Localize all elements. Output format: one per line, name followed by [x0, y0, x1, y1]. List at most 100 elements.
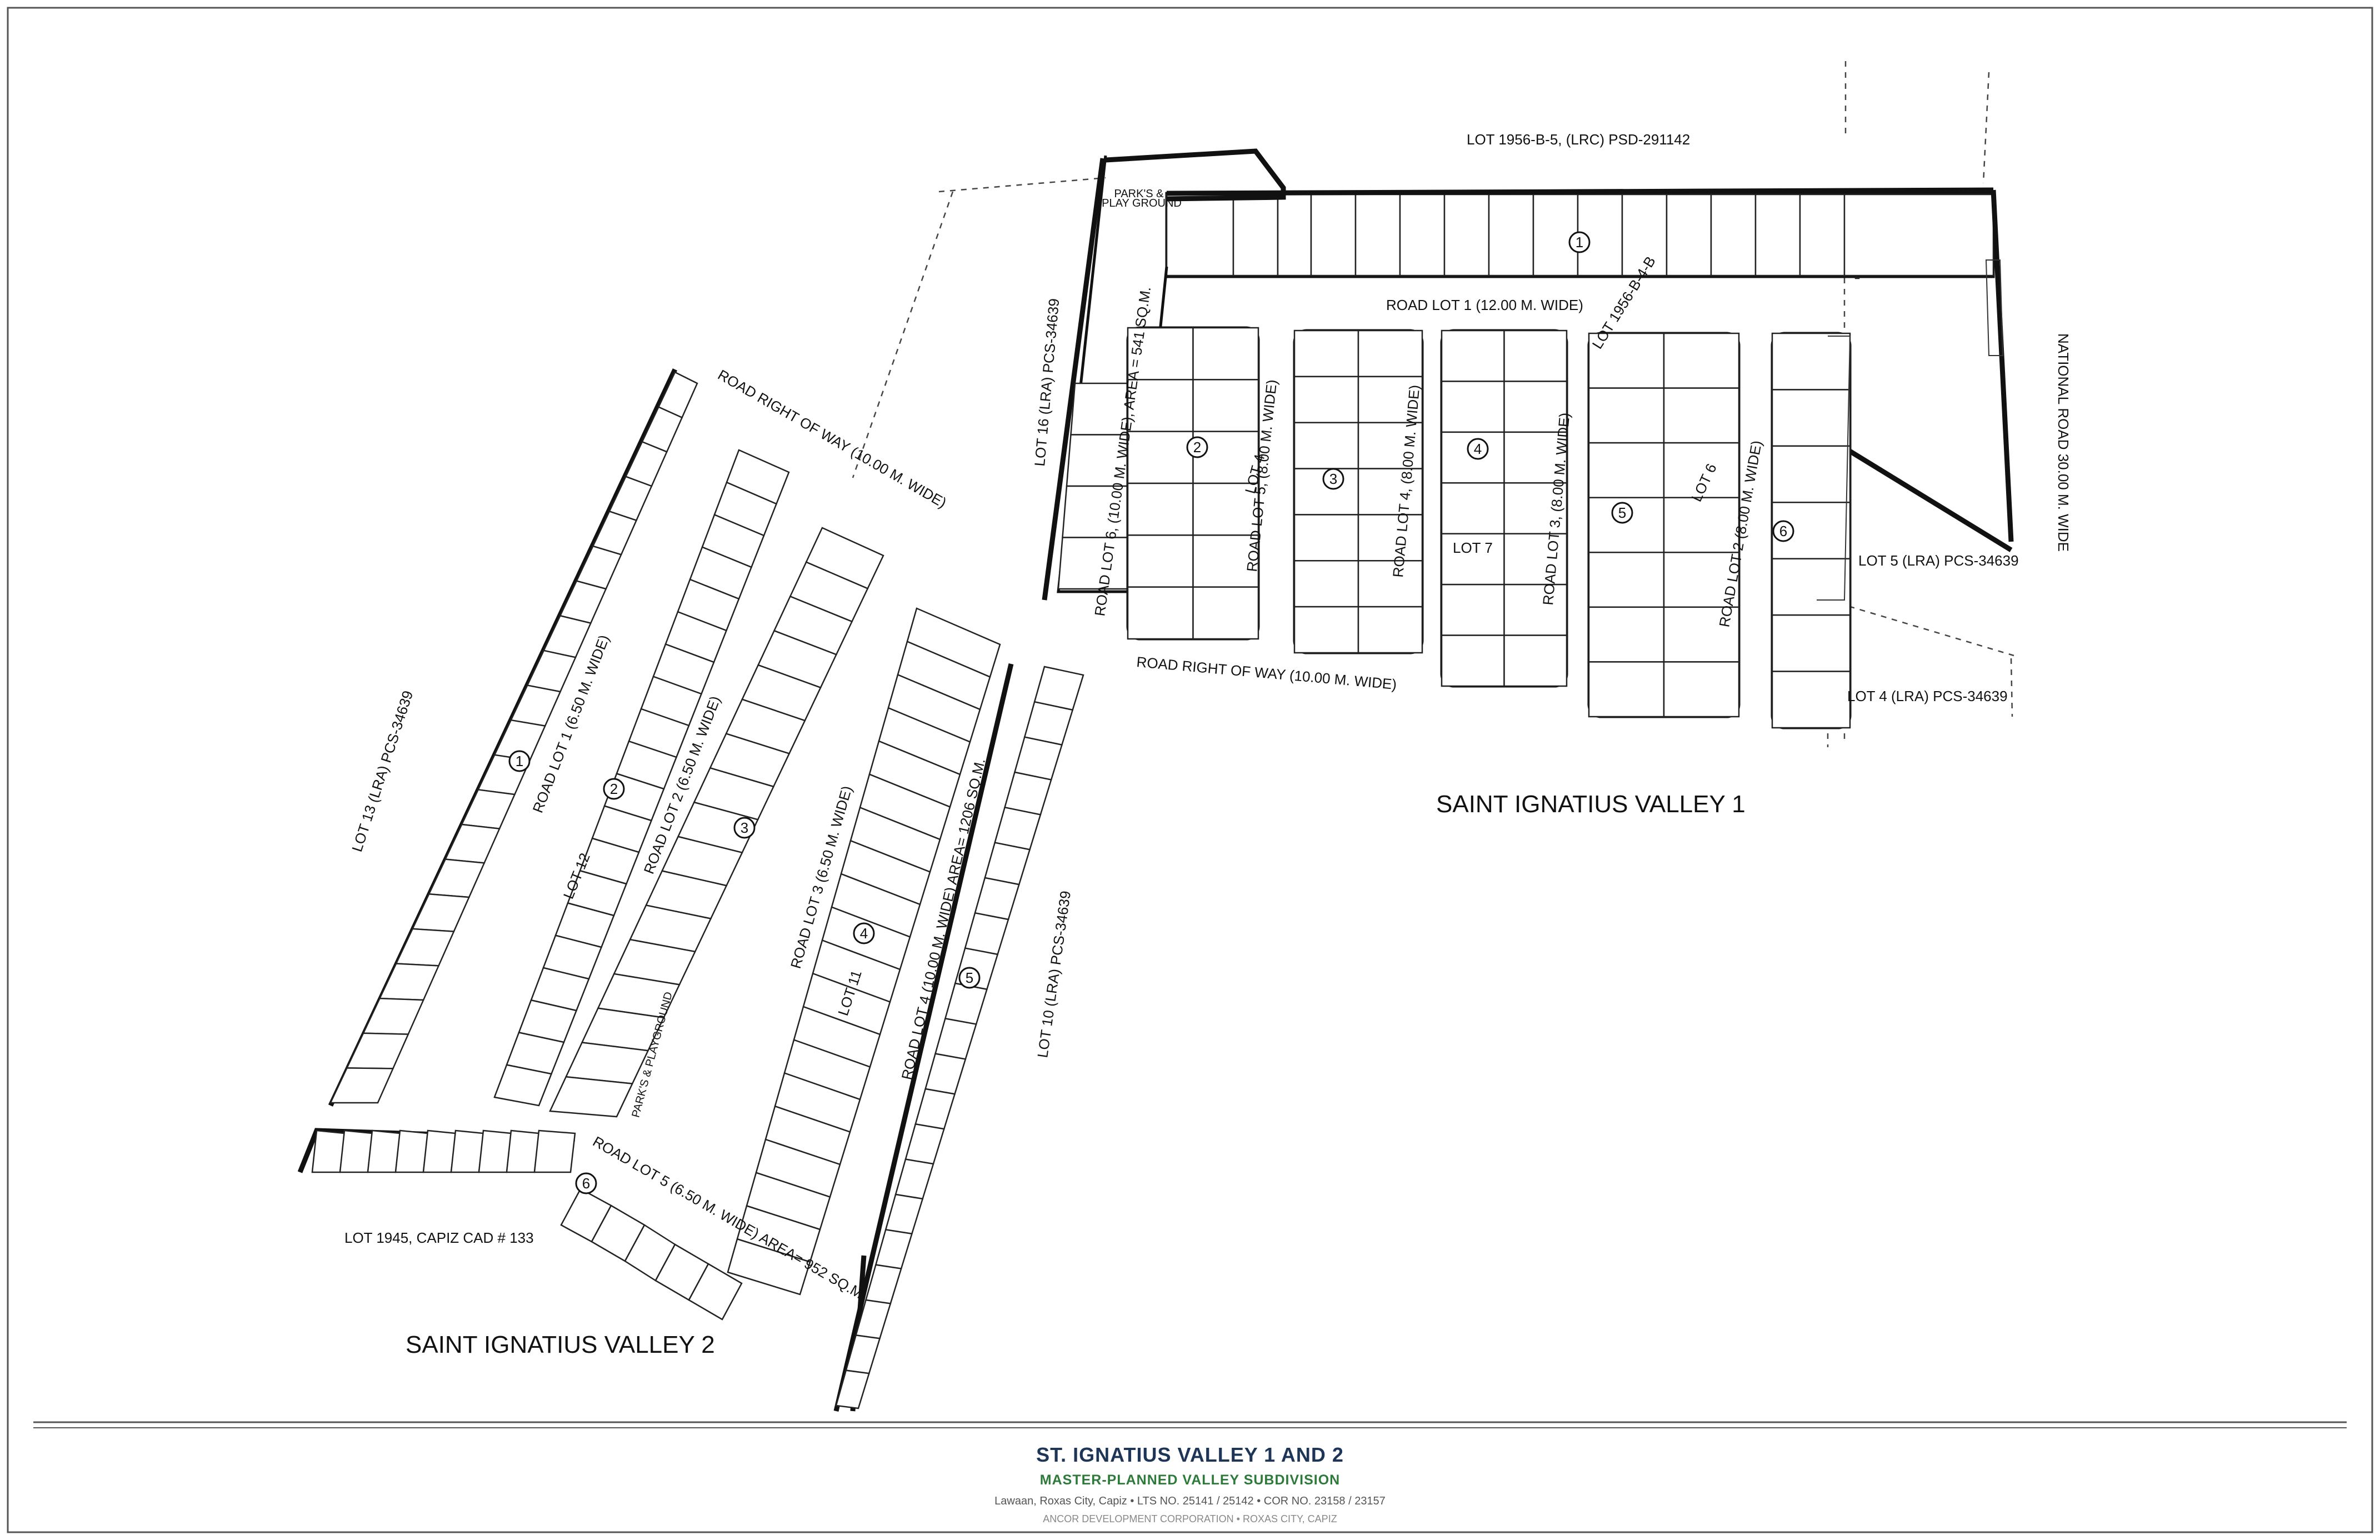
parcel: [1663, 387, 1740, 444]
parcel: [1192, 586, 1259, 640]
parcel: [1399, 193, 1446, 277]
parcel: [1293, 376, 1359, 423]
parcel: [1588, 606, 1665, 663]
svg-text:6: 6: [1779, 523, 1787, 539]
parcel: [1663, 442, 1740, 498]
parcel: [1232, 193, 1279, 277]
parcel: [1663, 661, 1740, 718]
parcel: [444, 823, 501, 864]
parcel: [1663, 332, 1740, 389]
svg-text:2: 2: [610, 781, 618, 797]
parcel: [1357, 468, 1423, 516]
parcel: [329, 1067, 394, 1104]
block-number-badge: 4: [853, 922, 875, 944]
parcel: [1621, 193, 1668, 277]
parcel: [1503, 381, 1568, 433]
svg-text:6: 6: [582, 1175, 590, 1192]
parcel: [1441, 381, 1505, 433]
parcel: [339, 1129, 373, 1173]
parks-v1: [1105, 148, 1286, 202]
parcel: [1441, 533, 1505, 586]
parcel: [1293, 329, 1359, 378]
parcel: [549, 1076, 634, 1118]
valley-1-title: SAINT IGNATIUS VALLEY 1: [1436, 791, 1746, 818]
parcel: [1503, 482, 1568, 534]
parcel: [1799, 193, 1846, 277]
parcel: [411, 893, 471, 932]
parcel: [1277, 193, 1312, 277]
lot4-lra-label: LOT 4 (LRA) PCS-34639: [1847, 688, 2008, 704]
parcel: [422, 1129, 457, 1173]
title-block: ST. IGNATIUS VALLEY 1 AND 2 MASTER-PLANN…: [0, 1428, 2380, 1525]
svg-text:3: 3: [1329, 471, 1337, 487]
parcel: [395, 928, 455, 967]
svg-text:1: 1: [1576, 234, 1583, 251]
parcel: [727, 1238, 811, 1296]
lot1945-label: LOT 1945, CAPIZ CAD # 133: [344, 1229, 534, 1246]
parks-v1-label-b: PLAY GROUND: [1102, 197, 1182, 209]
parcel: [1771, 332, 1851, 391]
lot-1956-b5-label: LOT 1956-B-5, (LRC) PSD-291142: [1467, 131, 1690, 148]
parcel: [478, 1129, 512, 1173]
parcel: [974, 877, 1020, 921]
parcel: [1192, 534, 1259, 588]
block-number-badge: 2: [603, 778, 625, 800]
parcel: [874, 1228, 913, 1269]
parcel: [984, 842, 1031, 886]
parcel: [1310, 193, 1357, 277]
parcel: [1663, 606, 1740, 663]
parcel: [1357, 560, 1423, 608]
block-number-badge: 4: [1467, 438, 1489, 460]
parcel: [1357, 514, 1423, 562]
parcel: [1293, 560, 1359, 608]
map-frame: [7, 7, 2373, 1533]
parcel: [1443, 193, 1490, 277]
map-details: Lawaan, Roxas City, Capiz • LTS NO. 2514…: [994, 1495, 1386, 1507]
parcel: [1357, 329, 1423, 378]
svg-text:1: 1: [516, 753, 523, 769]
lot16-lra-label: LOT 16 (LRA) PCS-34639: [1031, 298, 1062, 467]
parcel: [964, 912, 1009, 956]
parcel: [1663, 497, 1740, 553]
parcel: [1357, 376, 1423, 423]
parcel: [1503, 329, 1568, 382]
road-lot1-label: ROAD LOT 1 (12.00 M. WIDE): [1386, 297, 1583, 313]
parcel: [1357, 606, 1423, 654]
parcel: [1127, 327, 1194, 381]
svg-text:5: 5: [1618, 504, 1626, 521]
parcel: [914, 1088, 956, 1130]
lot5-lra-label: LOT 5 (LRA) PCS-34639: [1858, 552, 2019, 569]
parcel: [394, 1129, 429, 1173]
map-developer: ANCOR DEVELOPMENT CORPORATION • ROXAS CI…: [1043, 1513, 1337, 1524]
parcel: [1771, 671, 1851, 729]
parcel: [1192, 379, 1259, 432]
parcel: [1588, 552, 1665, 608]
parcel: [1441, 583, 1505, 636]
parcel: [1843, 193, 1994, 277]
parcel: [1710, 193, 1757, 277]
parcel: [1127, 379, 1194, 432]
parcel: [1192, 482, 1259, 536]
parcel: [311, 1129, 346, 1173]
parcel: [1127, 431, 1194, 484]
lot13-lra-label: LOT 13 (LRA) PCS-34639: [348, 688, 416, 853]
parcel: [944, 982, 988, 1026]
parcel: [509, 684, 562, 727]
lot10-lra-label: LOT 10 (LRA) PCS-34639: [1034, 890, 1074, 1059]
svg-text:4: 4: [1474, 441, 1482, 457]
parcel: [1166, 193, 1234, 277]
parcel: [1771, 614, 1851, 672]
valley-2-title: SAINT IGNATIUS VALLEY 2: [406, 1331, 715, 1358]
parcel: [543, 614, 592, 658]
block-number-badge: 6: [575, 1172, 597, 1194]
parcel: [1666, 193, 1712, 277]
parcel: [1588, 332, 1665, 389]
parcel: [1754, 193, 1801, 277]
block-number-badge: 1: [508, 750, 531, 772]
parcel: [1488, 193, 1534, 277]
parcel: [924, 1053, 967, 1095]
block-number-badge: 5: [1611, 502, 1633, 524]
